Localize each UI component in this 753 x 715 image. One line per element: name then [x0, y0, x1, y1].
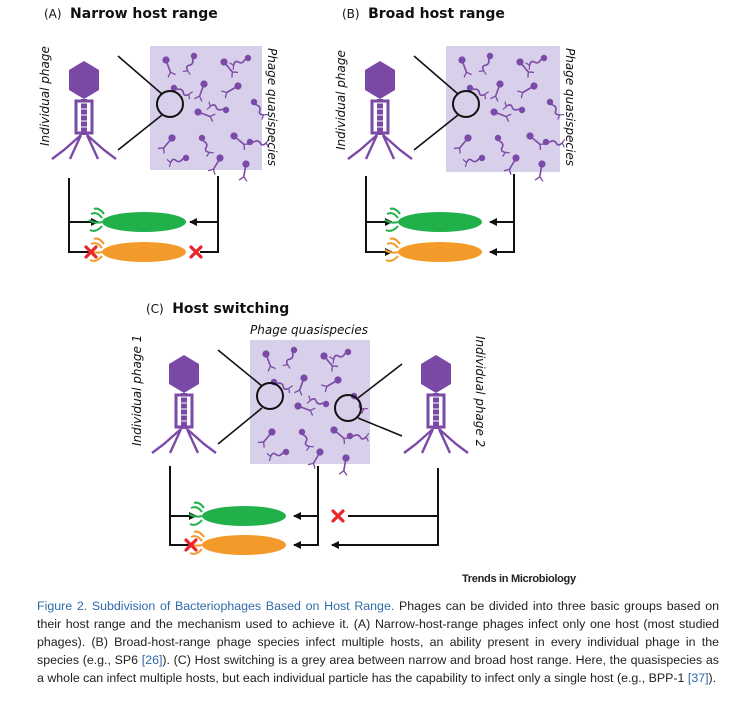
panel-a-phage-label: Individual phage [38, 46, 52, 146]
panel-b-title: Broad host range [368, 6, 505, 22]
host-green-bacterium [188, 501, 287, 527]
zoom-circle-1 [256, 382, 284, 410]
caption-text-3: ). [708, 671, 717, 685]
panel-c-quasi-label: Phage quasispecies [250, 323, 368, 337]
figure-caption: Figure 2. Subdivision of Bacteriophages … [37, 597, 719, 687]
host-green-bacterium [384, 207, 483, 233]
blocked-x-icon [331, 509, 345, 523]
caption-text-2: ). (C) Host switching is a grey area bet… [37, 653, 719, 685]
journal-credit: Trends in Microbiology [462, 573, 576, 585]
panel-b-phage-label: Individual phage [334, 50, 348, 150]
phage-icon [346, 59, 414, 161]
blocked-x-icon [189, 245, 203, 259]
panel-a-letter: (A) [44, 7, 62, 21]
host-orange-bacterium [188, 530, 287, 556]
zoom-circle [156, 90, 184, 118]
caption-title: Figure 2. Subdivision of Bacteriophages … [37, 599, 395, 613]
panel-a-title: Narrow host range [70, 6, 218, 22]
svg-text:(B) Broad host range: (B) Broad host range [342, 5, 505, 22]
caption-text-1: Phages can be divided into three basic g… [37, 599, 720, 667]
zoom-circle [452, 90, 480, 118]
phage-2-icon [402, 353, 470, 455]
panel-c-letter: (C) [146, 302, 164, 316]
infect-arrow [365, 176, 393, 256]
panel-a: (A) Narrow host range Individual phage P… [38, 5, 279, 263]
figure-diagram: (A) Narrow host range Individual phage P… [38, 5, 577, 556]
host-orange-bacterium [384, 237, 483, 263]
panel-b-quasi-label: Phage quasispecies [563, 48, 577, 166]
panel-c-title: Host switching [172, 301, 289, 317]
zoom-circle-2 [334, 394, 362, 422]
host-orange-bacterium [88, 237, 187, 263]
panel-a-quasi-label: Phage quasispecies [265, 48, 279, 166]
panel-b-letter: (B) [342, 7, 360, 21]
panel-b: (B) Broad host range Individual phage Ph… [334, 5, 577, 263]
quasispecies-box [250, 340, 370, 464]
svg-text:(C) Host switching: (C) Host switching [146, 300, 289, 317]
phage-1-icon [150, 353, 218, 455]
phage-icon [50, 59, 118, 161]
host-green-bacterium [88, 207, 187, 233]
infect-arrow [293, 466, 319, 549]
infect-arrow [489, 174, 515, 256]
panel-c-phage1-label: Individual phage 1 [130, 335, 144, 446]
svg-text:(A) Narrow host range: (A) Narrow host range [44, 5, 218, 22]
reference-link-26[interactable]: [26] [141, 653, 163, 667]
panel-c-phage2-label: Individual phage 2 [473, 336, 487, 447]
panel-c: (C) Host switching Phage quasispecies In… [130, 300, 487, 556]
infect-arrow [331, 468, 439, 549]
reference-link-37[interactable]: [37] [687, 671, 709, 685]
